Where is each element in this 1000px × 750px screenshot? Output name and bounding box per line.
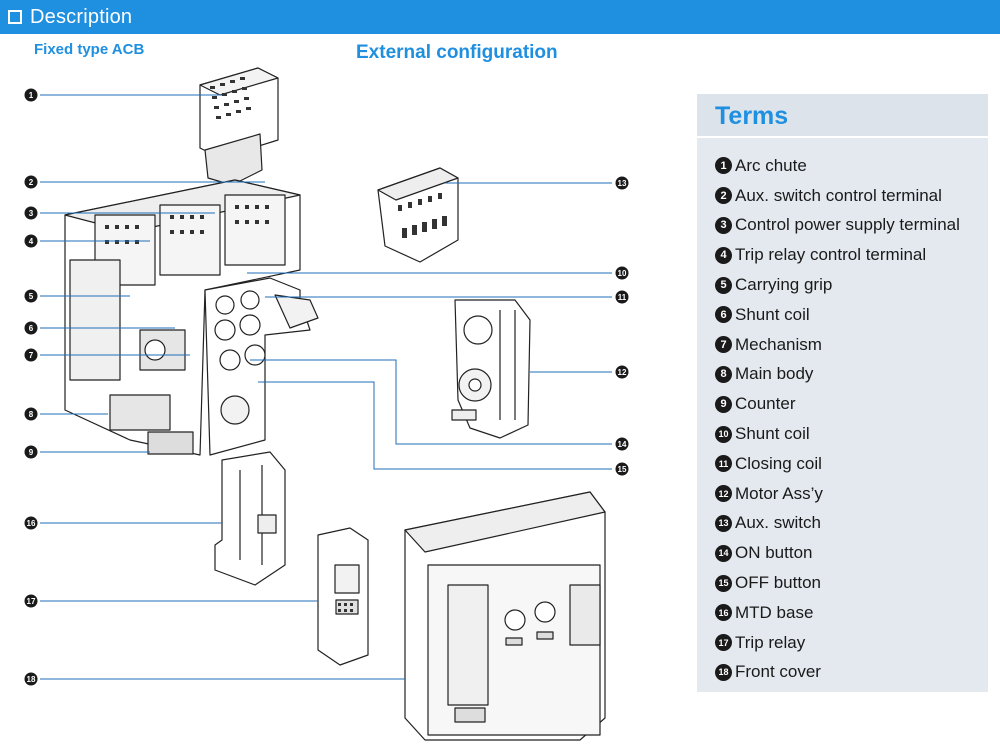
- term-label: Control power supply terminal: [735, 215, 960, 235]
- term-number-badge: 18: [715, 663, 732, 681]
- term-label: Trip relay control terminal: [735, 245, 927, 265]
- callout-8: 8: [29, 410, 34, 419]
- term-number-badge: 11: [715, 455, 732, 473]
- term-number-badge: 13: [715, 514, 732, 532]
- callout-6: 6: [29, 324, 34, 333]
- trip-relay-drawing: [317, 527, 369, 666]
- term-label: Closing coil: [735, 453, 822, 473]
- callout-5: 5: [29, 292, 34, 301]
- term-number-badge: 9: [715, 395, 732, 413]
- callout-11: 11: [618, 293, 627, 302]
- callout-17: 17: [27, 597, 36, 606]
- term-label: MTD base: [735, 602, 814, 622]
- callout-16: 16: [27, 519, 36, 528]
- callout-4: 4: [29, 237, 34, 246]
- callout-1: 1: [29, 91, 34, 100]
- subtitle: Fixed type ACB: [34, 41, 145, 58]
- term-number-badge: 17: [715, 634, 732, 652]
- term-number-badge: 16: [715, 604, 732, 622]
- motor-assembly-drawing: [451, 299, 531, 439]
- term-label: Carrying grip: [735, 275, 833, 295]
- term-label: Shunt coil: [735, 424, 810, 444]
- term-number-badge: 10: [715, 425, 732, 443]
- header-title: Description: [30, 5, 133, 28]
- term-number-badge: 7: [715, 336, 732, 354]
- term-number-badge: 5: [715, 276, 732, 294]
- callout-9: 9: [29, 448, 34, 457]
- mechanism-drawing: [204, 277, 319, 456]
- term-number-badge: 2: [715, 187, 732, 205]
- callout-7: 7: [29, 351, 34, 360]
- square-outline-icon: [8, 10, 22, 24]
- term-label: Aux. switch control terminal: [735, 185, 942, 205]
- term-label: Trip relay: [735, 632, 806, 652]
- term-label: Aux. switch: [735, 513, 821, 533]
- arc-chute-drawing: [199, 67, 279, 186]
- config-title: External configuration: [356, 42, 558, 63]
- term-label: OFF button: [735, 573, 821, 593]
- term-number-badge: 3: [715, 216, 732, 234]
- terms-divider: [697, 136, 988, 138]
- term-number-badge: 14: [715, 544, 732, 562]
- term-label: Arc chute: [735, 155, 807, 175]
- callout-15: 15: [618, 465, 627, 474]
- aux-switch-drawing: [377, 167, 459, 263]
- mtd-base-drawing: [214, 451, 286, 586]
- callout-10: 10: [618, 269, 627, 278]
- main-body-drawing: [64, 179, 301, 456]
- term-label: Main body: [735, 364, 814, 384]
- terms-heading-band: [697, 94, 988, 136]
- term-label: Mechanism: [735, 334, 822, 354]
- callout-14: 14: [618, 440, 627, 449]
- term-label: Counter: [735, 394, 796, 414]
- callout-18: 18: [27, 675, 36, 684]
- term-label: Front cover: [735, 662, 821, 682]
- term-label: Shunt coil: [735, 304, 810, 324]
- callout-3: 3: [29, 209, 34, 218]
- callout-2: 2: [29, 178, 34, 187]
- term-label: Motor Ass’y: [735, 483, 823, 503]
- callout-13: 13: [618, 179, 627, 188]
- term-number-badge: 1: [715, 157, 732, 175]
- term-number-badge: 15: [715, 574, 732, 592]
- term-number-badge: 12: [715, 485, 732, 503]
- front-cover-drawing: [404, 491, 606, 741]
- term-number-badge: 4: [715, 246, 732, 264]
- term-number-badge: 6: [715, 306, 732, 324]
- terms-heading: Terms: [715, 102, 789, 130]
- term-number-badge: 8: [715, 365, 732, 383]
- term-label: ON button: [735, 543, 813, 563]
- header-bar: Description: [0, 0, 1000, 34]
- callout-12: 12: [618, 368, 627, 377]
